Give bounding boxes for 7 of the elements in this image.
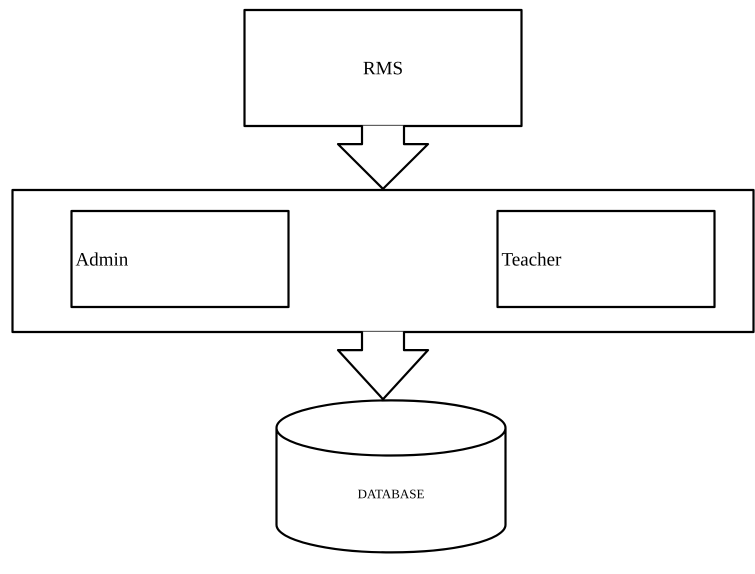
process-box: RMS (243, 8, 523, 128)
database-cylinder: DATABASE (275, 399, 507, 554)
role-box: Admin (70, 210, 290, 308)
block-arrow (336, 330, 430, 400)
container-band (11, 188, 755, 334)
role-box: Teacher (496, 210, 716, 308)
block-arrow (336, 124, 430, 190)
